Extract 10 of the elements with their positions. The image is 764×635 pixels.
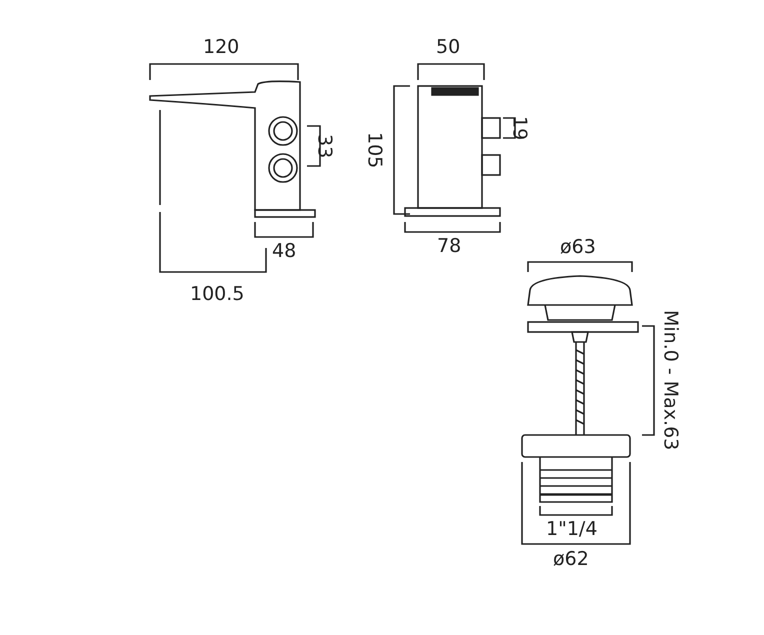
- dimension-label: 50: [436, 38, 460, 57]
- dimension-label: 120: [203, 38, 240, 57]
- dimension-label: ø63: [560, 238, 596, 257]
- dimension-label: 1"1/4: [546, 520, 598, 539]
- dimension-label: 105: [364, 132, 384, 168]
- dimension-label: 100.5: [190, 285, 244, 304]
- dimension-label: 78: [437, 237, 462, 256]
- dimension-label: Min.0 - Max.63: [660, 310, 680, 450]
- dimension-label: 48: [272, 242, 296, 261]
- dimension-label: ø62: [553, 550, 589, 569]
